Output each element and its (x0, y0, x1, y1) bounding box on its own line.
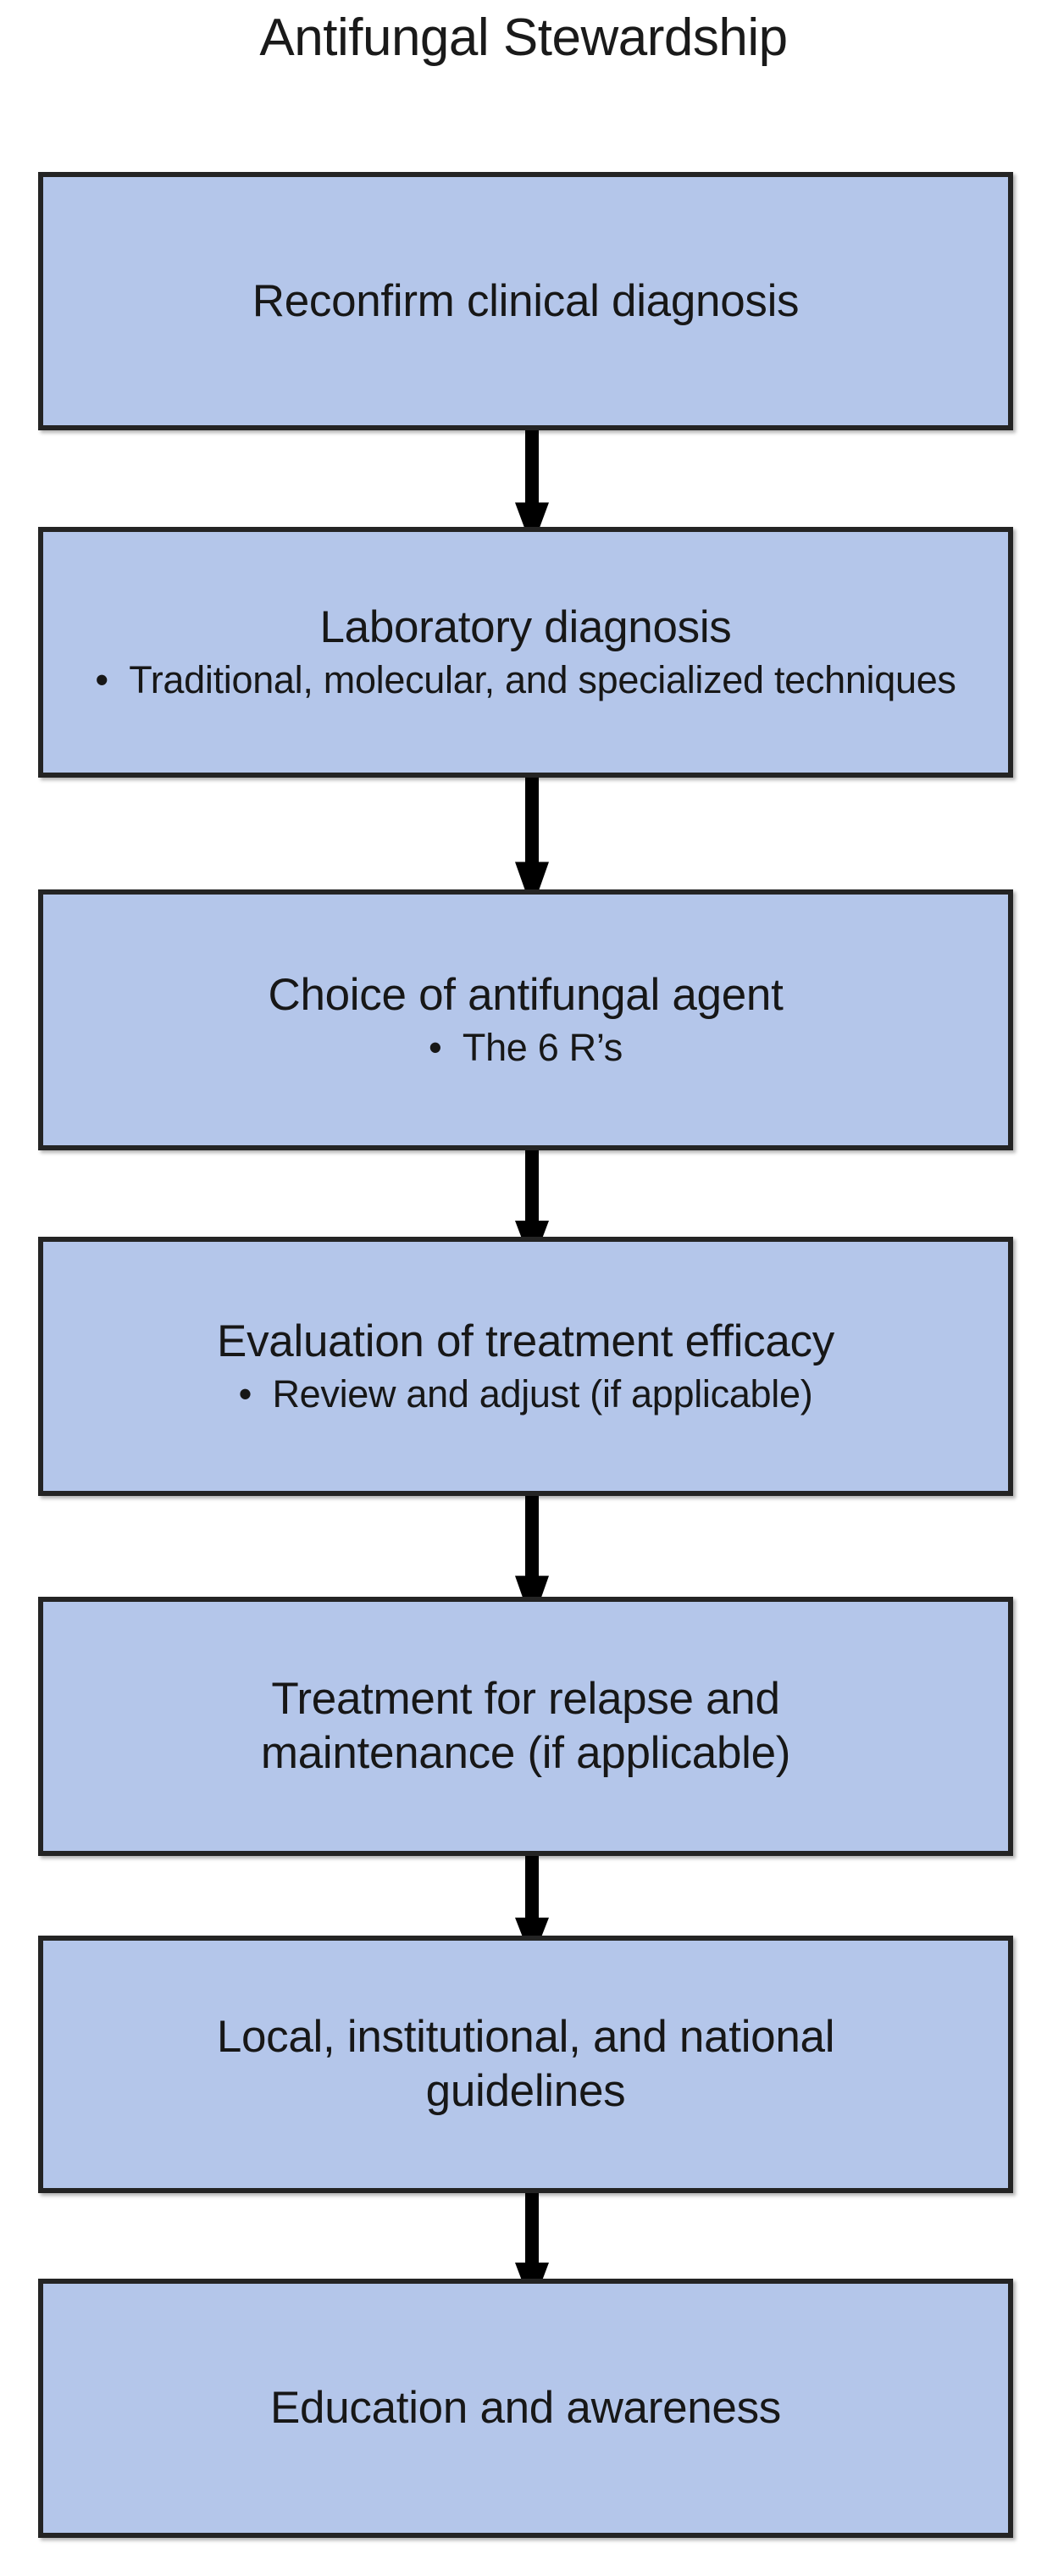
flow-step-title: Local, institutional, and national guide… (216, 2012, 835, 2116)
down-arrow-icon-4 (515, 1432, 549, 1624)
flow-step-reconfirm-clinical-diagnosis[interactable]: Reconfirm clinical diagnosis (38, 172, 1013, 430)
flow-step-title: Treatment for relapse and maintenance (i… (260, 1674, 791, 1778)
down-arrow-icon-5 (515, 1787, 549, 1961)
flow-step-title: Choice of antifungal agent (268, 970, 784, 1020)
flow-step-choice-of-antifungal-agent[interactable]: Choice of antifungal agent The 6 R’s (38, 889, 1013, 1150)
flow-step-bullet: Review and adjust (if applicable) (239, 1371, 812, 1418)
flow-step-title: Laboratory diagnosis (319, 602, 732, 652)
flow-step-title: Reconfirm clinical diagnosis (252, 275, 800, 326)
down-arrow-icon-1 (515, 366, 549, 548)
flow-step-evaluation-of-treatment-efficacy[interactable]: Evaluation of treatment efficacy Review … (38, 1237, 1013, 1496)
down-arrow-icon-2 (515, 718, 549, 910)
flow-step-local-institutional-and-national-guidelines[interactable]: Local, institutional, and national guide… (38, 1936, 1013, 2193)
page-title: Antifungal Stewardship (259, 8, 788, 67)
flow-step-title: Evaluation of treatment efficacy (217, 1316, 834, 1366)
down-arrow-icon-6 (515, 2128, 549, 2307)
down-arrow-icon-3 (515, 1086, 549, 1266)
flow-step-bullet: Traditional, molecular, and specialized … (95, 656, 956, 704)
flow-step-title: Education and awareness (269, 2383, 781, 2433)
flow-step-laboratory-diagnosis[interactable]: Laboratory diagnosis Traditional, molecu… (38, 527, 1013, 778)
flow-step-treatment-for-relapse-and-maintenance[interactable]: Treatment for relapse and maintenance (i… (38, 1597, 1013, 1856)
flow-step-bullet: The 6 R’s (429, 1024, 623, 1072)
flow-step-education-and-awareness[interactable]: Education and awareness (38, 2279, 1013, 2538)
